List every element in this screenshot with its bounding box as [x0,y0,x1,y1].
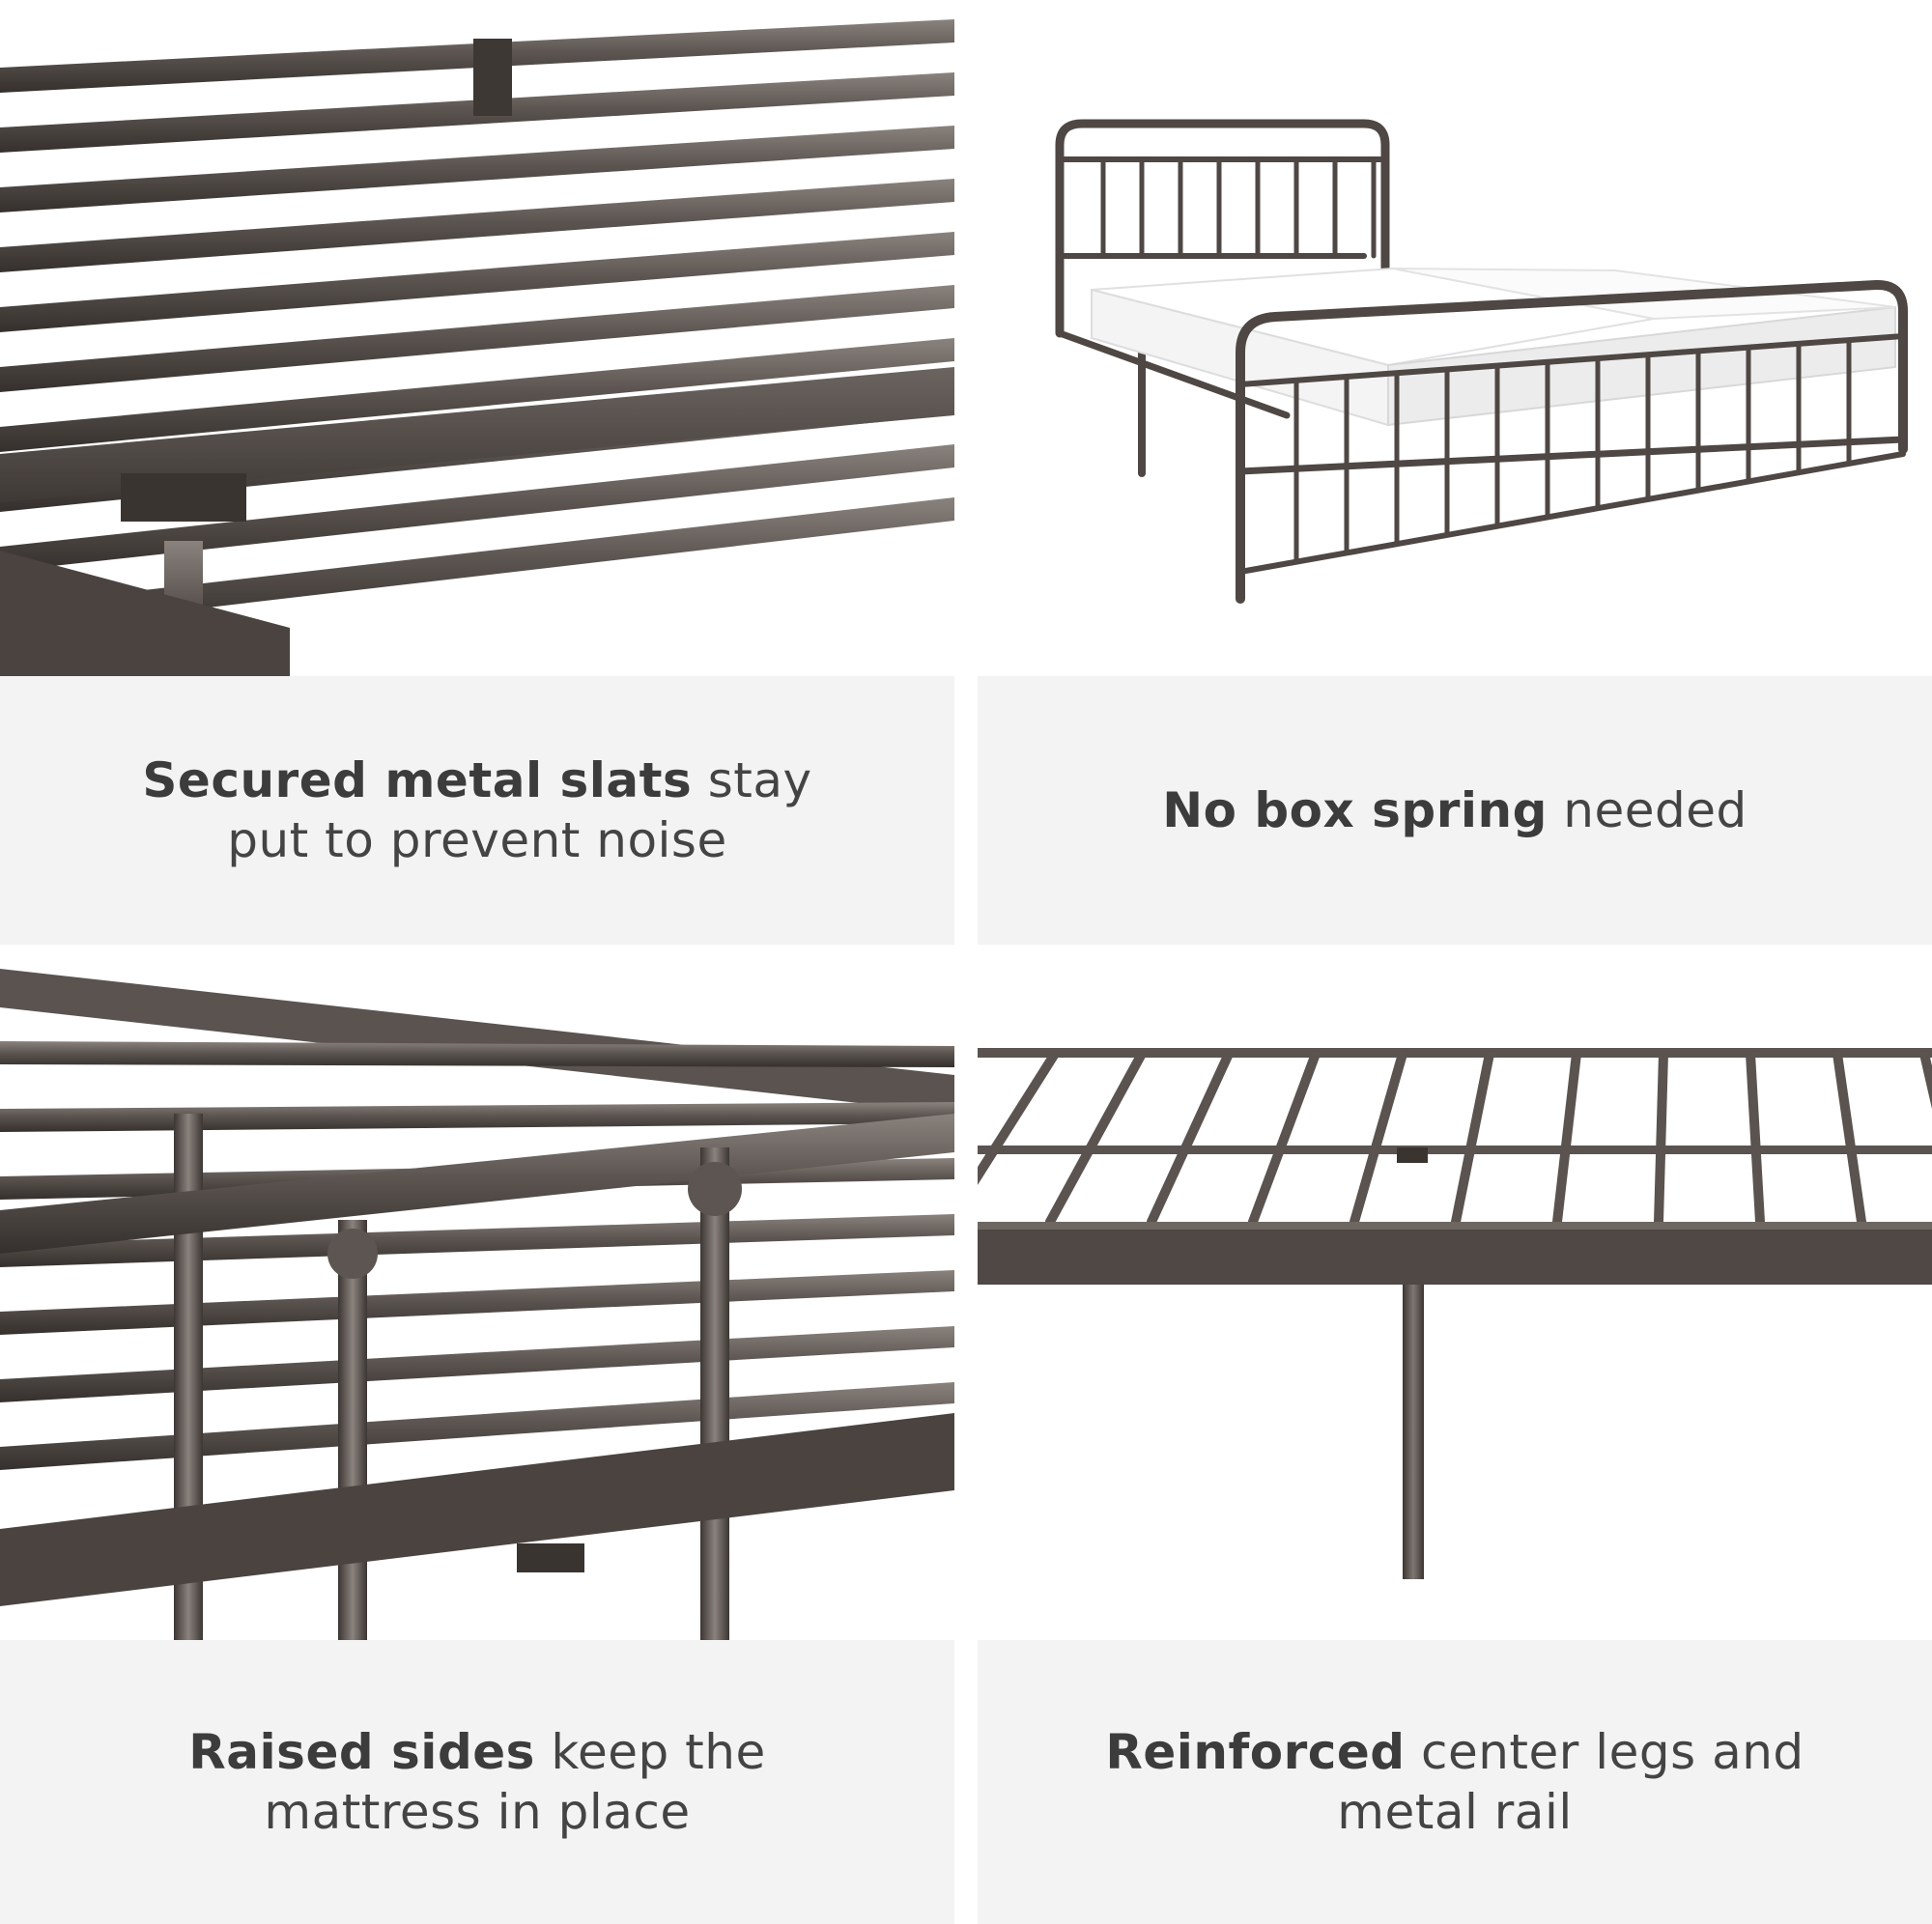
slat-bar [0,179,954,272]
bed-frame-image [978,0,1932,676]
slat-rod [978,1049,1060,1185]
caption-box-spring: No box spring needed [978,676,1932,945]
slat-bar [0,232,954,332]
caption-center-legs-rest: center legs and metal rail [1337,1724,1804,1840]
caption-slats: Secured metal slats stay put to prevent … [0,676,954,945]
caption-slats-text: Secured metal slats stay put to prevent … [110,750,844,870]
slat-rod [1833,1049,1866,1227]
slat-rod [1919,1049,1932,1110]
caption-center-legs-text: Reinforced center legs and metal rail [1088,1722,1822,1842]
caption-slats-rest: stay put to prevent noise [227,752,812,868]
caption-raised-sides-text: Raised sides keep the mattress in place [110,1722,844,1842]
slat-bar [0,126,954,212]
slat-bar [0,444,954,572]
slats-closeup-image [0,0,954,676]
slat-rod [1350,1049,1407,1227]
center-legs-illustration [978,969,1932,1640]
slat-rod [1147,1049,1234,1227]
slat-rod [1248,1049,1321,1227]
slat-bar [0,1041,954,1067]
slat-bracket [473,39,512,116]
caption-box-spring-rest: needed [1547,782,1747,838]
slat-bar [0,338,954,452]
caption-raised-sides: Raised sides keep the mattress in place [0,1640,954,1924]
caption-center-legs: Reinforced center legs and metal rail [978,1640,1932,1924]
caption-center-legs-bold: Reinforced [1105,1724,1406,1780]
slat-rod [1045,1049,1147,1227]
bed-frame-illustration [978,0,1932,676]
raised-sides-illustration [0,969,954,1640]
slat-rod [1654,1049,1668,1227]
caption-box-spring-text: No box spring needed [1162,780,1747,840]
slat-rod [1451,1049,1494,1227]
slat-rod [1746,1049,1765,1227]
caption-raised-sides-rest: keep the mattress in place [264,1724,766,1840]
caption-slats-bold: Secured metal slats [142,752,693,808]
slat-bar [0,497,954,632]
slat-bar [0,285,954,392]
center-legs-image [978,969,1932,1640]
raised-sides-image [0,969,954,1640]
slats-closeup-illustration [0,0,954,676]
slat-rod [1552,1049,1581,1227]
slat-bar [0,1102,954,1132]
caption-raised-sides-bold: Raised sides [188,1724,535,1780]
caption-box-spring-bold: No box spring [1162,782,1548,838]
